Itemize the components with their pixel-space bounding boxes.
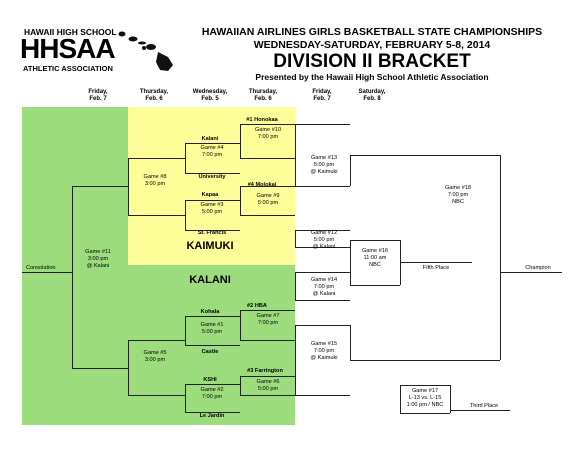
day-header-5: Friday,Feb. 7 <box>312 89 332 102</box>
header-line2: WEDNESDAY-SATURDAY, FEBRUARY 5-8, 2014 <box>253 39 491 51</box>
label-consolation: Consolation <box>26 265 56 271</box>
logo-top: HAWAII HIGH SCHOOL <box>24 27 117 37</box>
team-university: University <box>198 174 226 180</box>
team-farrington: #3 Farrington <box>247 368 283 374</box>
team-kshi: KSHI <box>203 377 217 383</box>
header-line1: HAWAIIAN AIRLINES GIRLS BASKETBALL STATE… <box>201 26 543 38</box>
header-presented: Presented by the Hawaii High School Athl… <box>255 72 489 82</box>
day-header-6: Saturday,Feb. 8 <box>358 89 386 102</box>
team-kohala: Kohala <box>200 309 220 315</box>
day-header-3: Wednesday,Feb. 5 <box>192 89 228 102</box>
logo-big: HHSAA <box>20 33 116 64</box>
day-header-1: Friday,Feb. 7 <box>88 89 108 102</box>
team-kapaa: Kapaa <box>201 192 219 198</box>
day-header-2: Thursday,Feb. 6 <box>139 89 169 102</box>
day-header-4: Thursday,Feb. 6 <box>248 89 278 102</box>
team-hba: #2 HBA <box>247 303 267 309</box>
label-champion: Champion <box>525 265 551 271</box>
logo-bottom: ATHLETIC ASSOCIATION <box>23 64 113 73</box>
hawaii-islands-icon <box>118 31 173 71</box>
team-kalani: Kalani <box>201 136 219 142</box>
green-region-left <box>22 107 128 425</box>
page-title: DIVISION II BRACKET <box>273 51 471 72</box>
label-fifth-place: Fifth Place <box>422 265 450 271</box>
venue-kalani: KALANI <box>189 274 231 286</box>
team-stfrancis: St. Francis <box>197 230 227 236</box>
label-third-place: Third Place <box>469 403 499 409</box>
team-castle: Castle <box>201 349 219 355</box>
venue-kaimuki: KAIMUKI <box>186 240 234 252</box>
team-lejardin: Le Jardin <box>199 413 225 419</box>
team-honokaa: #1 Honokaa <box>246 117 278 123</box>
team-molokai: #4 Molokai <box>247 182 277 188</box>
